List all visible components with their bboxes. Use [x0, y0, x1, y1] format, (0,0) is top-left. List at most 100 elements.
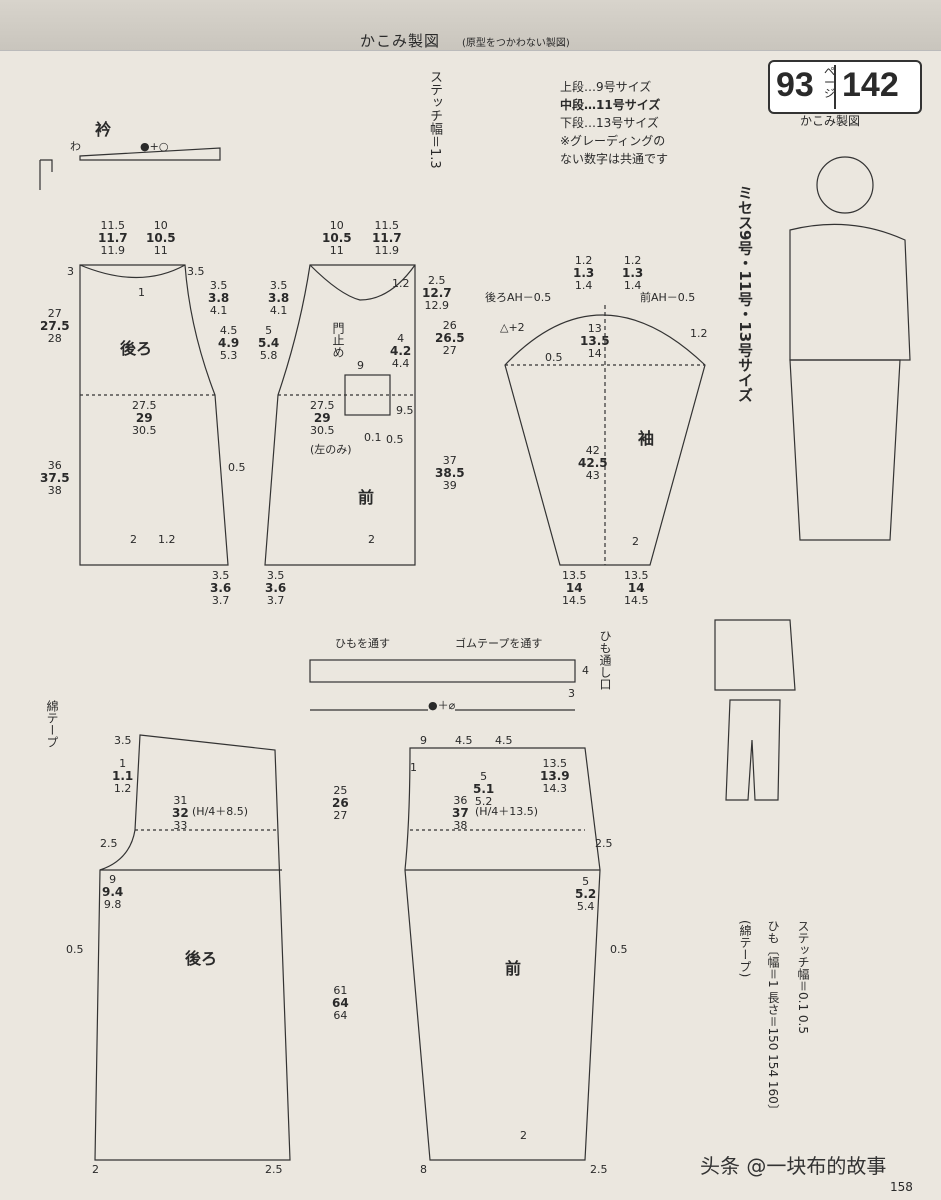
button-note: 門止め [331, 322, 345, 358]
bp-n2: 2 [92, 1163, 99, 1176]
sleeve-n2: 2 [632, 535, 639, 548]
sleeve-name: 袖 [638, 429, 655, 448]
collar-corner [39, 159, 53, 190]
front-n01: 0.1 [364, 431, 382, 444]
model-head [816, 156, 874, 214]
fp-n05: 0.5 [610, 943, 628, 956]
sleeve-ah-back: 後ろAH－0.5 [485, 291, 552, 304]
wb-n4: 4 [582, 664, 589, 677]
back-n35: 3.5 [187, 265, 205, 278]
collar-piece [79, 147, 221, 161]
front-n95: 9.5 [396, 404, 414, 417]
back-bodice-name: 後ろ [120, 339, 153, 358]
badge-separator [834, 65, 836, 109]
badge-caption: かこみ製図 [800, 114, 861, 128]
fp-n45b: 4.5 [495, 734, 513, 747]
sleeve-tri: △+2 [500, 321, 525, 334]
page-number: 158 [890, 1180, 913, 1194]
fp-n8: 8 [420, 1163, 427, 1176]
front-pants-outline [404, 747, 601, 1161]
sleeve-ah-front: 前AH－0.5 [640, 291, 696, 304]
collar-wa: わ [70, 140, 81, 153]
figure-badge: 93 ページ 142 [768, 60, 922, 114]
wb-n3: 3 [568, 687, 575, 700]
front-bodice-name: 前 [358, 488, 375, 507]
flat-pants [725, 699, 781, 801]
back-pants-name: 後ろ [185, 949, 218, 968]
back-n12: 1.2 [158, 533, 176, 546]
fp-n2: 2 [520, 1129, 527, 1142]
size-line-5: ない数字は共通です [560, 152, 669, 166]
collar-mark: ●+○ [140, 140, 169, 153]
model-caption: ミセス9号・11号・13号サイズ [736, 185, 754, 403]
page-header: かこみ製図 (原型をつかわない製図) [0, 0, 941, 51]
note-stitch: ステッチ幅＝0.1 0.5 [796, 920, 810, 1034]
bp-n25: 2.5 [100, 837, 118, 850]
fp-n1: 1 [410, 761, 417, 774]
pocket-rect [344, 374, 391, 416]
front-neckline [309, 264, 416, 301]
model-top [789, 223, 911, 361]
note-tape: (綿テープ) [738, 920, 752, 978]
front-bodice-outline [264, 264, 416, 566]
sleeve-n12: 1.2 [690, 327, 708, 340]
front-n05: 0.5 [386, 433, 404, 446]
fp-n25b: 2.5 [590, 1163, 608, 1176]
bp-n05: 0.5 [66, 943, 84, 956]
bp-n35: 3.5 [114, 734, 132, 747]
fp-n25: 2.5 [595, 837, 613, 850]
back-n3: 3 [67, 265, 74, 278]
waistband-rect [309, 659, 576, 683]
back-pants-outline [94, 734, 291, 1161]
bp-hip-formula: (H/4＋8.5) [192, 805, 249, 818]
badge-figure: 142 [842, 66, 899, 104]
badge-page: 93 [776, 66, 814, 104]
watermark: 头条 @一块布的故事 [700, 1154, 887, 1178]
model-pants [789, 359, 901, 541]
fp-n9: 9 [420, 734, 427, 747]
back-n05: 0.5 [228, 461, 246, 474]
size-line-1: 上段…9号サイズ [560, 80, 652, 94]
header-title: かこみ製図 [360, 32, 441, 50]
fp-n45a: 4.5 [455, 734, 473, 747]
size-line-2: 中段…11号サイズ [560, 98, 661, 112]
flat-shirt [714, 619, 796, 691]
stitch-top: ステッチ幅＝1.3 [427, 70, 442, 169]
size-line-4: ※グレーディングの [560, 134, 666, 148]
badge-page-label: ページ [824, 65, 835, 100]
front-n9: 9 [357, 359, 364, 372]
collar-label: 衿 [95, 120, 112, 139]
front-n12: 1.2 [392, 277, 410, 290]
header-subtitle: (原型をつかわない製図) [462, 38, 570, 49]
front-n2: 2 [368, 533, 375, 546]
back-tape: 綿テープ [45, 700, 59, 748]
front-pants-name: 前 [505, 959, 522, 978]
bp-n25b: 2.5 [265, 1163, 283, 1176]
size-line-3: 下段…13号サイズ [560, 116, 659, 130]
